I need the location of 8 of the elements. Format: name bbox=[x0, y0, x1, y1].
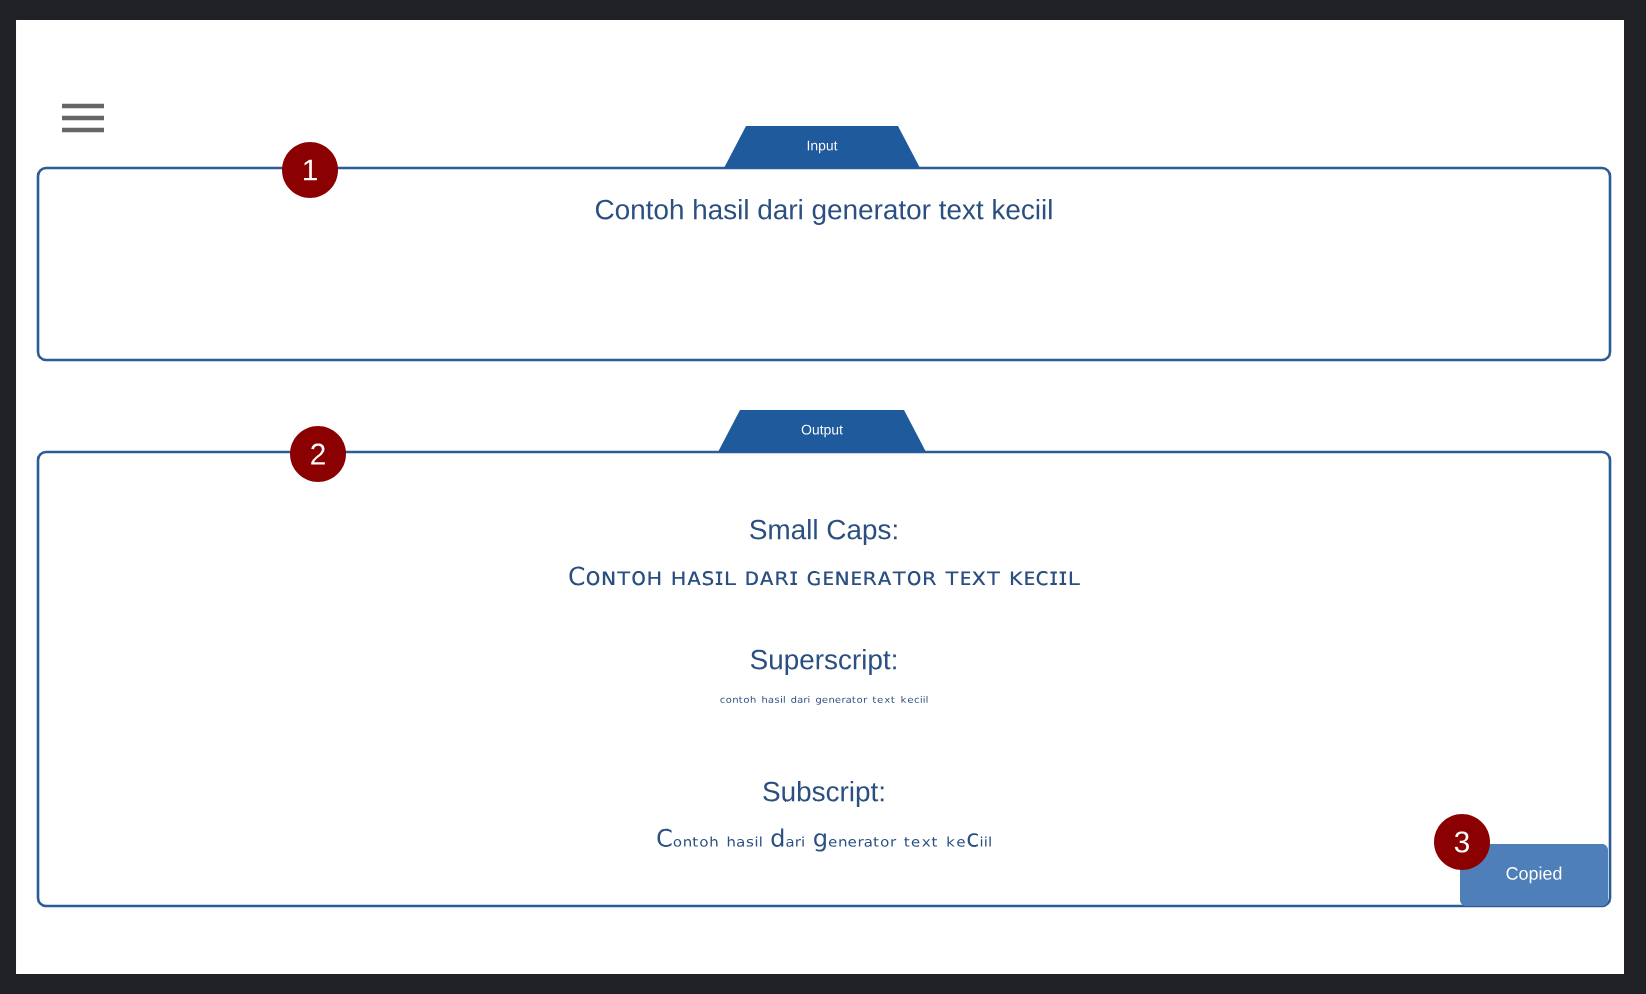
input-text: Contoh hasil dari generator text keciil bbox=[595, 199, 1052, 225]
section-heading: Subscript: bbox=[763, 781, 884, 807]
callout-number: 2 bbox=[290, 426, 346, 482]
callout-number: 1 bbox=[282, 142, 338, 198]
section-heading: Superscript: bbox=[750, 649, 896, 675]
converted-text: Cₒₙₜₒₕ ₕₐₛᵢₗ dₐᵣᵢ gₑₙₑᵣₐₜₒᵣ ₜₑₓₜ ₖₑcᵢᵢₗ bbox=[657, 828, 991, 852]
converted-text: Cᴏɴᴛᴏʜ ʜᴀsɪʟ ᴅᴀʀɪ ɢᴇɴᴇʀᴀᴛᴏʀ ᴛᴇxᴛ ᴋᴇᴄɪɪʟ bbox=[569, 566, 1080, 586]
section-heading: Small Caps: bbox=[750, 519, 897, 545]
